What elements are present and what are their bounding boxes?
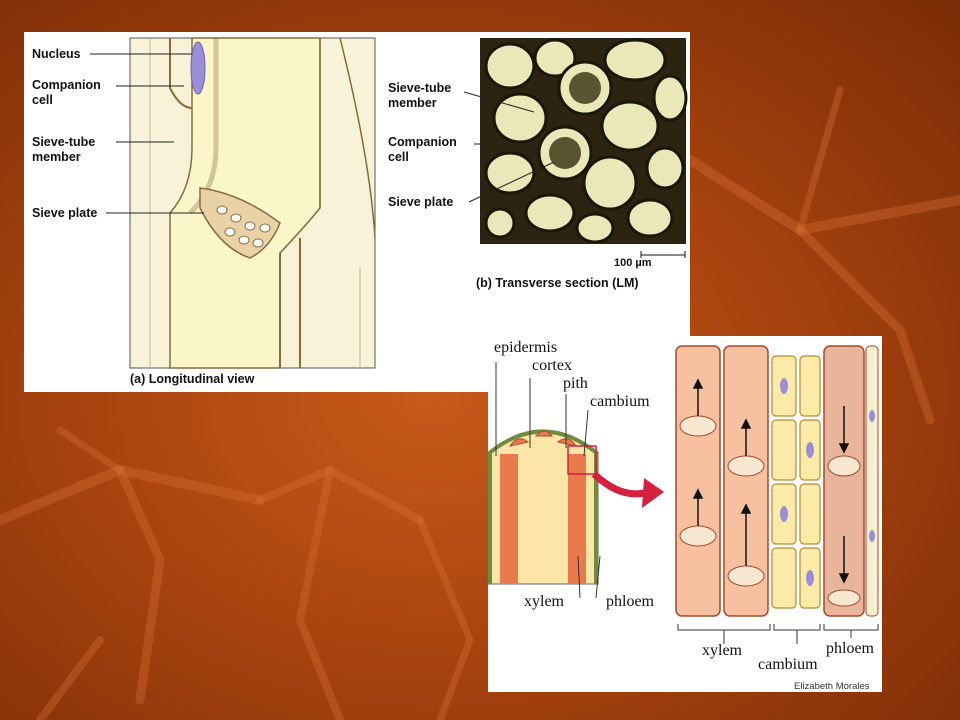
caption-longitudinal-view: (a) Longitudinal view [130,372,255,386]
label-transverse-sieve-tube-member: Sieve-tube member [388,81,452,110]
phloem-figure-panel: Nucleus Companion cell Sieve-tube member… [24,32,690,392]
label-transverse-companion-cell: Companion cell [388,135,457,164]
stem-tissue-panel: epidermis cortex pith cambium xylem phlo… [486,336,882,692]
stem-leader-lines [495,362,601,599]
label-tissue-cambium: cambium [758,656,818,673]
caption-transverse-section: (b) Transverse section (LM) [476,276,639,290]
label-tissue-xylem: xylem [702,642,742,659]
label-cambium: cambium [590,393,650,410]
stem-diagram [486,429,600,585]
label-nucleus: Nucleus [32,47,81,61]
label-stem-phloem: phloem [606,593,654,610]
longitudinal-view-drawing [129,37,376,369]
label-pith: pith [563,375,588,392]
longitudinal-leader-lines [90,53,204,214]
transverse-leader-lines [463,91,555,203]
label-sieve-plate: Sieve plate [32,206,98,220]
label-sieve-tube-member: Sieve-tube member [32,135,96,164]
label-stem-xylem: xylem [524,593,564,610]
zoom-arrow [591,471,664,508]
label-epidermis: epidermis [494,339,558,356]
illustrator-credit: Elizabeth Morales [794,681,870,692]
label-companion-cell: Companion cell [32,78,101,107]
scale-bar [640,251,686,258]
scale-bar-label: 100 µm [614,257,652,269]
tissue-detail-drawing [675,336,880,617]
label-transverse-sieve-plate: Sieve plate [388,195,454,209]
tissue-brackets [677,624,879,644]
transverse-micrograph [480,38,688,244]
label-cortex: cortex [532,357,572,374]
nucleus-shape [190,41,206,95]
label-tissue-phloem: phloem [826,640,874,657]
